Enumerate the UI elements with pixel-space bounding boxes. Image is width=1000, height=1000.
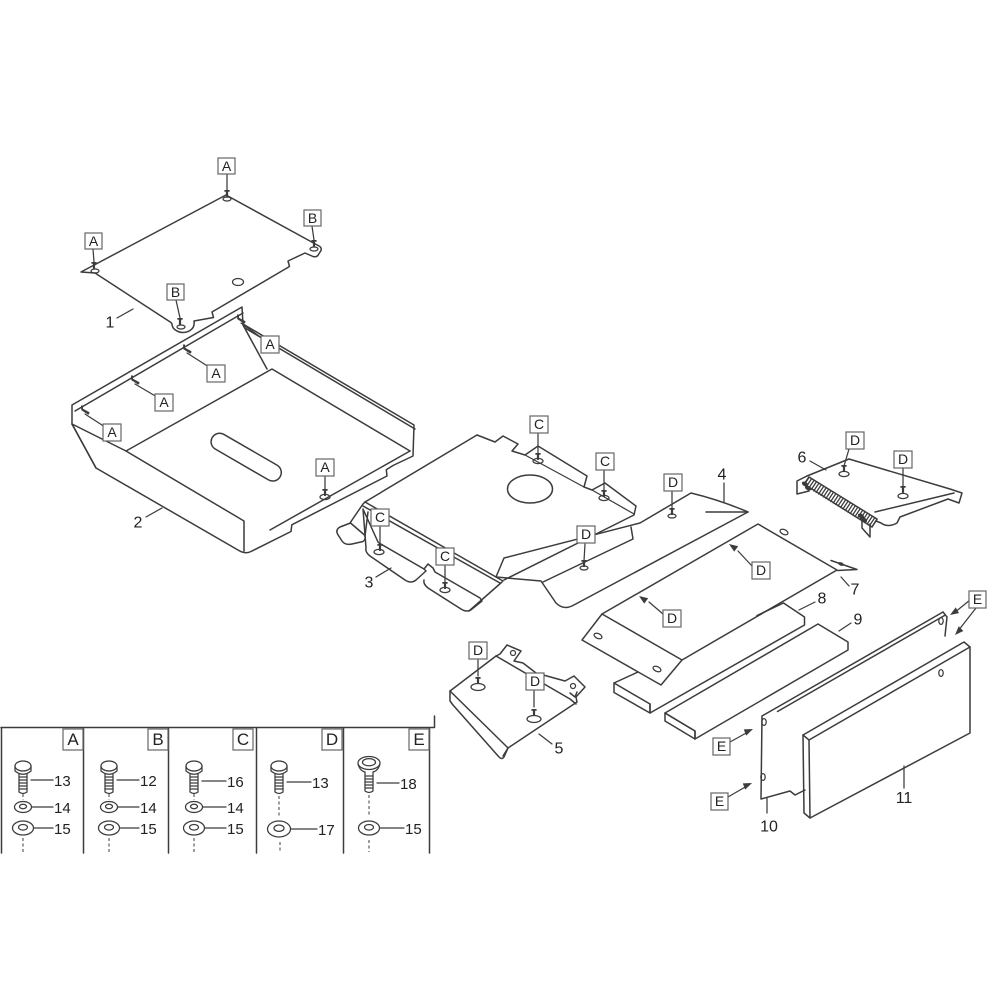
svg-text:C: C xyxy=(237,730,249,749)
svg-text:4: 4 xyxy=(718,467,727,484)
svg-text:8: 8 xyxy=(818,591,827,608)
svg-text:A: A xyxy=(222,158,232,174)
svg-text:D: D xyxy=(326,730,338,749)
svg-text:A: A xyxy=(320,459,330,475)
svg-text:17: 17 xyxy=(318,822,335,839)
svg-text:D: D xyxy=(473,642,483,658)
svg-text:A: A xyxy=(67,730,79,749)
svg-text:B: B xyxy=(308,210,317,226)
svg-text:9: 9 xyxy=(854,612,863,629)
svg-text:1: 1 xyxy=(106,315,115,332)
svg-text:B: B xyxy=(152,730,163,749)
svg-text:B: B xyxy=(171,284,180,300)
svg-text:E: E xyxy=(717,738,726,754)
svg-text:D: D xyxy=(756,562,766,578)
svg-text:A: A xyxy=(211,365,221,381)
svg-text:A: A xyxy=(107,424,117,440)
svg-text:A: A xyxy=(89,233,99,249)
svg-text:E: E xyxy=(715,793,724,809)
svg-text:C: C xyxy=(440,548,450,564)
svg-text:13: 13 xyxy=(312,775,329,792)
svg-text:5: 5 xyxy=(555,741,564,758)
svg-text:15: 15 xyxy=(54,821,71,838)
svg-text:2: 2 xyxy=(134,515,143,532)
svg-text:D: D xyxy=(850,432,860,448)
svg-text:D: D xyxy=(530,673,540,689)
svg-text:C: C xyxy=(600,453,610,469)
svg-text:D: D xyxy=(667,610,677,626)
svg-text:A: A xyxy=(159,394,169,410)
svg-text:16: 16 xyxy=(227,774,244,791)
svg-text:E: E xyxy=(973,591,982,607)
svg-text:C: C xyxy=(534,416,544,432)
svg-text:A: A xyxy=(265,336,275,352)
svg-text:6: 6 xyxy=(798,450,807,467)
svg-text:15: 15 xyxy=(405,821,422,838)
svg-text:12: 12 xyxy=(140,773,157,790)
svg-text:14: 14 xyxy=(140,800,157,817)
svg-text:7: 7 xyxy=(851,582,860,599)
svg-text:E: E xyxy=(413,730,424,749)
svg-text:18: 18 xyxy=(400,776,417,793)
svg-text:3: 3 xyxy=(365,575,374,592)
svg-text:15: 15 xyxy=(140,821,157,838)
svg-text:D: D xyxy=(668,474,678,490)
svg-text:D: D xyxy=(581,526,591,542)
svg-text:11: 11 xyxy=(896,790,913,807)
svg-text:C: C xyxy=(375,509,385,525)
svg-text:D: D xyxy=(898,451,908,467)
svg-text:10: 10 xyxy=(760,819,778,836)
svg-text:14: 14 xyxy=(227,800,244,817)
svg-text:13: 13 xyxy=(54,773,71,790)
svg-text:15: 15 xyxy=(227,821,244,838)
svg-text:14: 14 xyxy=(54,800,71,817)
